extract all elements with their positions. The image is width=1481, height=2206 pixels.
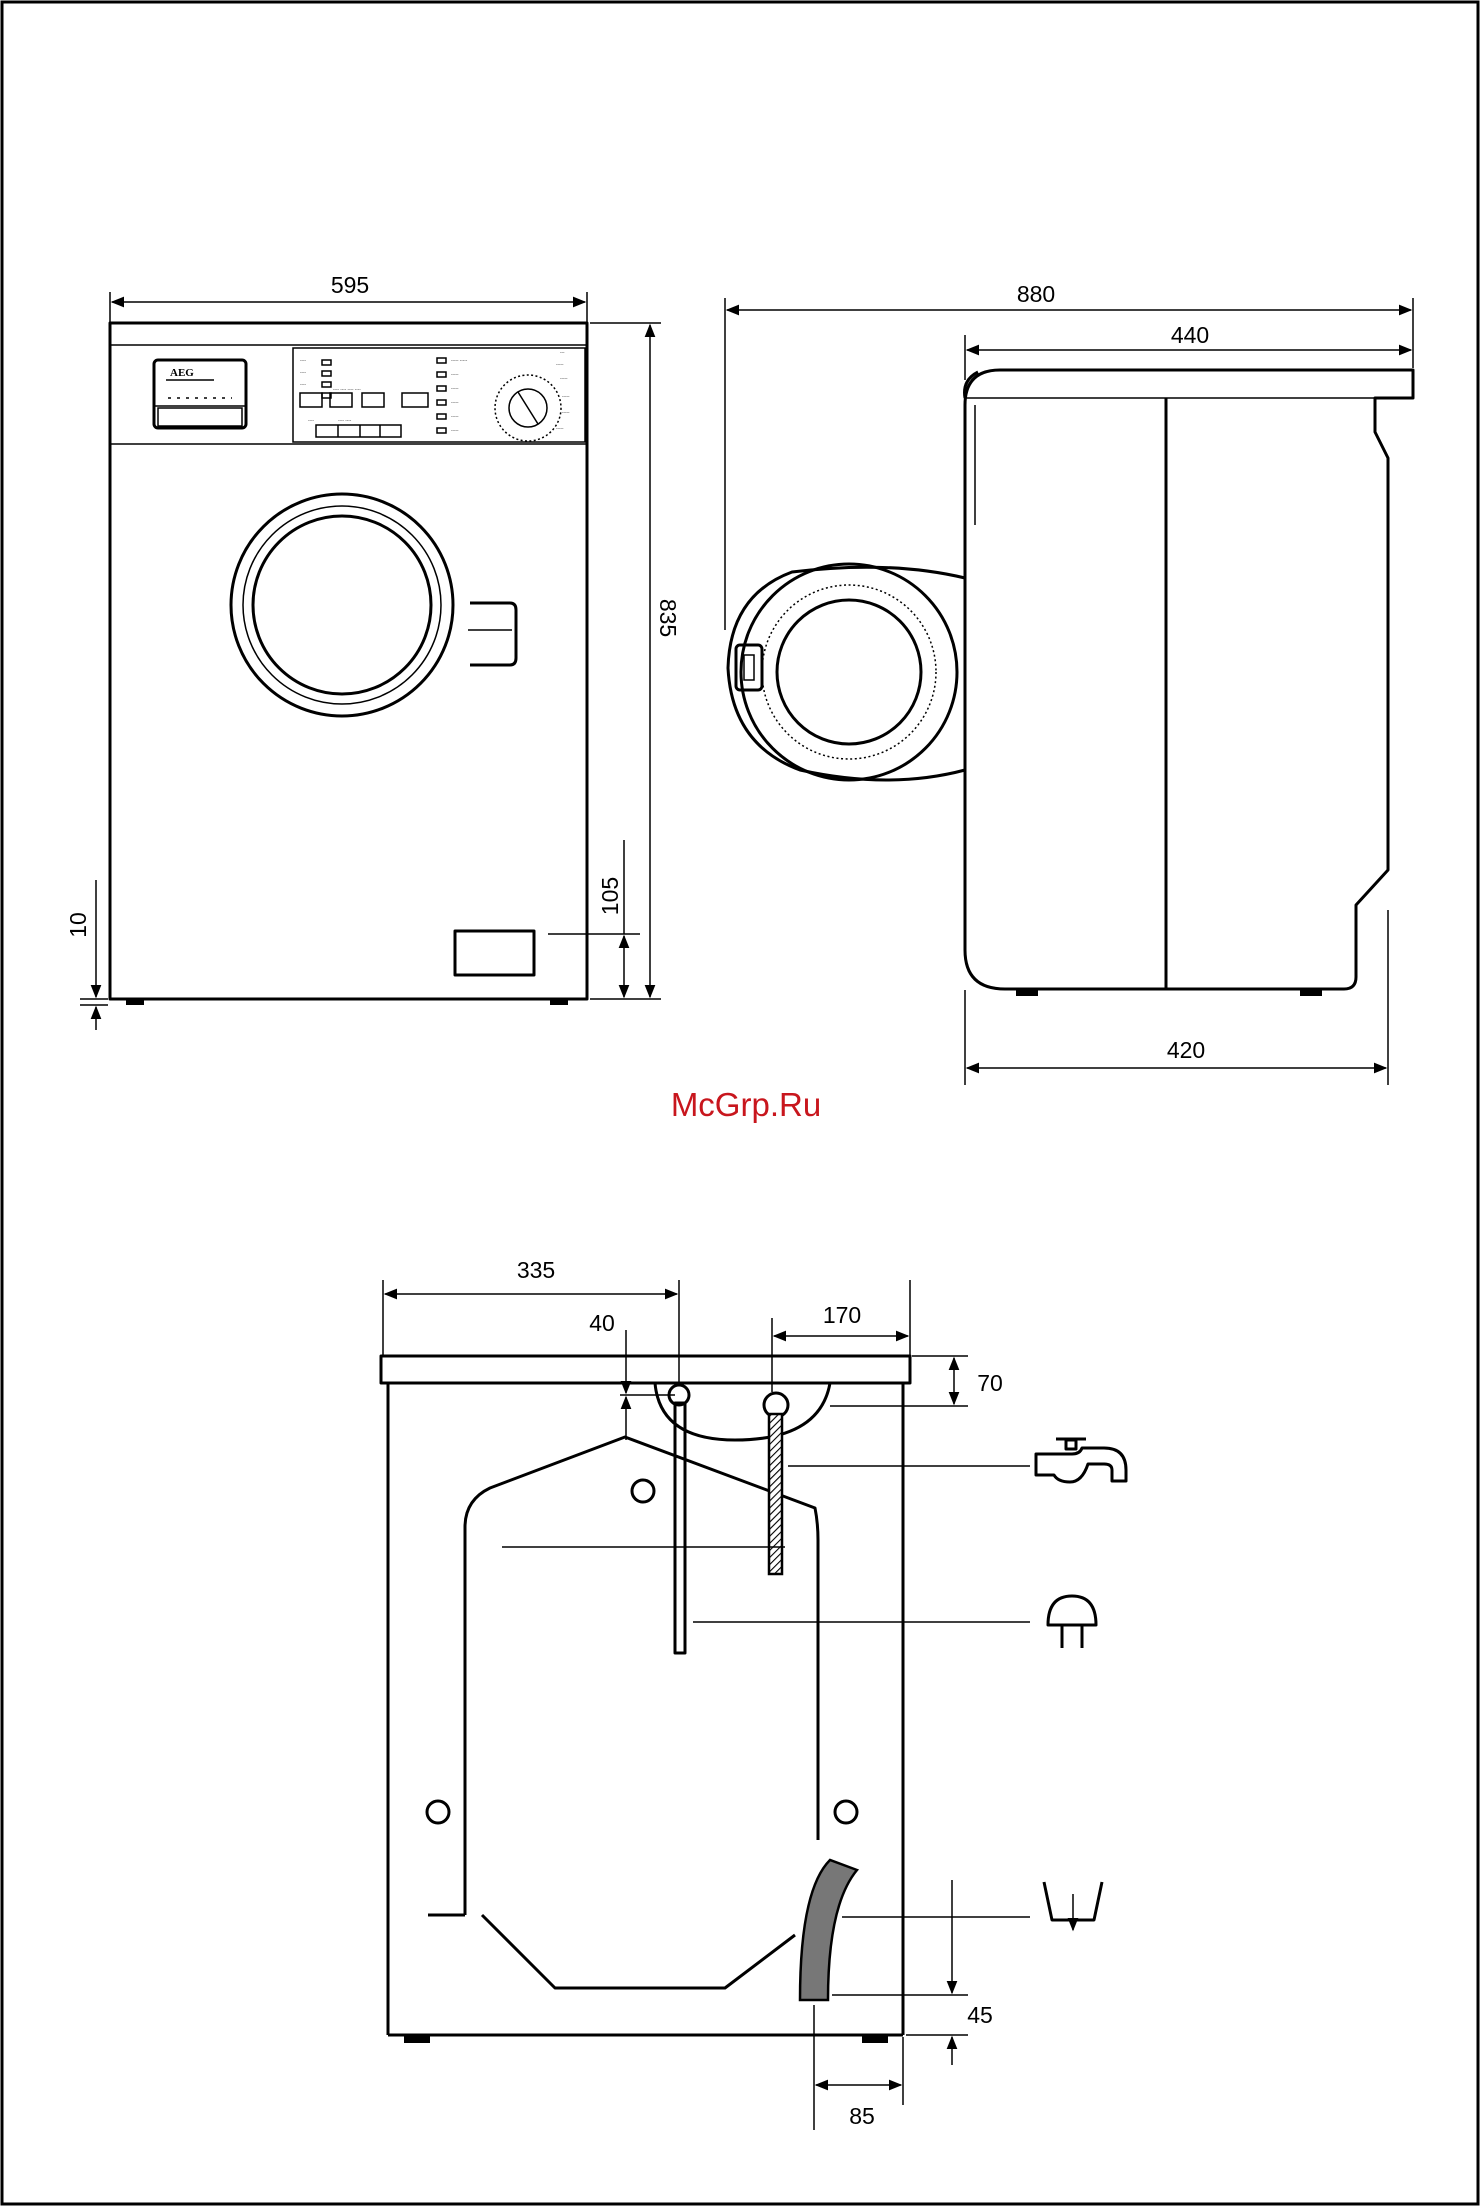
svg-text:-----: ----- [451,414,459,419]
rear-inlet-offset-dimension: 170 [772,1280,910,1392]
program-dial [495,375,561,441]
side-cabinet [965,370,1413,989]
svg-text:-----: ----- [451,428,459,433]
svg-text:335: 335 [517,1257,555,1283]
svg-text:----- -----: ----- ----- [451,358,468,363]
svg-text:-----: ----- [451,400,459,405]
rear-inner-shell [465,1437,818,1915]
svg-text:70: 70 [977,1370,1003,1396]
svg-text:105: 105 [597,877,623,915]
svg-text:45: 45 [967,2002,993,2028]
svg-text:10: 10 [65,912,91,938]
water-tap-icon [1036,1439,1126,1482]
service-flap [455,931,534,975]
control-panel: ------------ ---- ---- ---- ------------… [293,348,585,442]
svg-text:----: ---- [308,418,314,423]
rear-outlet-height-dimension: 45 [832,1880,993,2065]
side-view: 880 440 420 [725,281,1413,1085]
svg-text:420: 420 [1167,1037,1205,1063]
side-total-depth-dimension: 880 [725,281,1413,630]
rear-top-depth-dimension: 70 [830,1356,1003,1406]
svg-text:----: ---- [300,382,306,387]
svg-text:170: 170 [823,1302,861,1328]
svg-text:---- ----: ---- ---- [338,418,352,423]
front-plinth-dimension: 105 [548,840,640,997]
svg-text:----: ---- [300,358,306,363]
svg-text:880: 880 [1017,281,1055,307]
side-base-depth-dimension: 420 [965,910,1388,1085]
front-door [231,494,516,716]
rear-hose-drop-dimension: 40 [589,1310,675,1440]
detergent-drawer: AEG [154,360,246,428]
rear-outlet-offset-dimension: 85 [814,2005,903,2130]
rear-drain-offset-dimension: 335 [383,1257,679,1385]
brand-logo: AEG [170,367,194,379]
rear-view: 335 170 40 70 45 [381,1257,1126,2130]
power-plug-icon [1048,1596,1096,1648]
svg-text:-----: ----- [560,376,568,381]
svg-text:-----: ----- [556,362,564,367]
front-width-dimension: 595 [110,272,587,322]
svg-text:---- ---- ---- ----: ---- ---- ---- ---- [333,387,361,392]
front-view: AEG --------- [65,272,681,1030]
watermark: McGrp.Ru [671,1086,821,1123]
svg-text:440: 440 [1171,322,1209,348]
svg-text:40: 40 [589,1310,615,1336]
svg-text:-----: ----- [451,372,459,377]
rear-top-plate [381,1356,910,1383]
svg-text:-----: ----- [562,394,570,399]
svg-text:835: 835 [655,599,681,637]
drain-sink-icon [1044,1882,1102,1930]
svg-text:-----: ----- [451,386,459,391]
outlet-pipe [800,1860,857,2000]
svg-text:-----: ----- [562,410,570,415]
hose-recess [655,1383,830,1440]
svg-text:595: 595 [331,272,369,298]
svg-text:85: 85 [849,2103,875,2129]
svg-text:-----: ----- [556,426,564,431]
svg-text:---: --- [560,350,565,355]
front-foot-dimension: 10 [65,880,108,1030]
svg-text:----: ---- [300,370,306,375]
side-door [728,564,965,780]
